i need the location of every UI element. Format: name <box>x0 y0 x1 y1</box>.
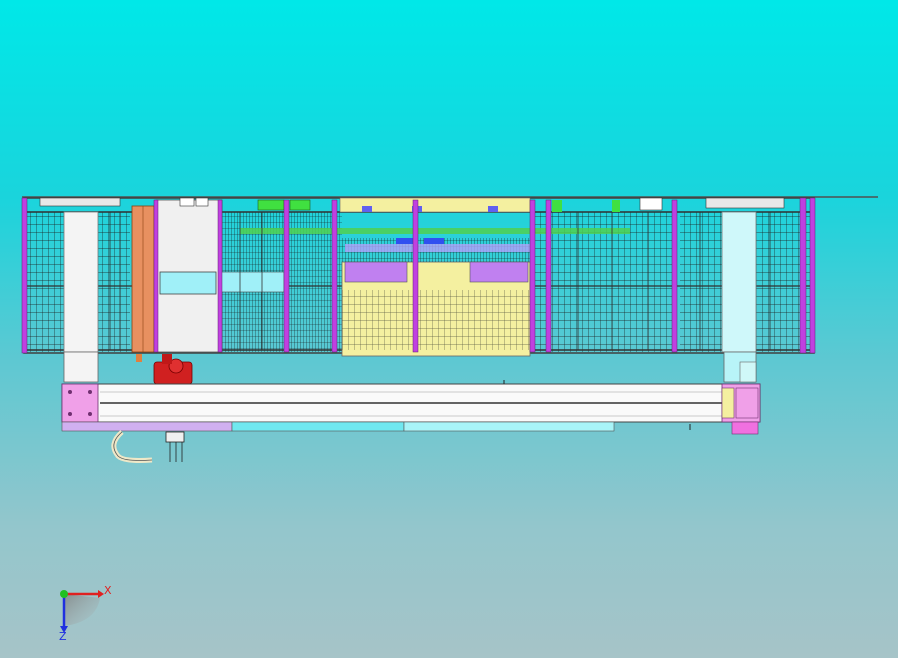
cyan-rail-2 <box>403 421 615 432</box>
white-column-right <box>721 211 757 353</box>
cable-loop <box>111 430 153 463</box>
connector-block <box>165 431 185 462</box>
lavender-rail <box>61 421 233 432</box>
green-part-1 <box>257 199 285 211</box>
green-rail-1 <box>240 228 440 234</box>
z-axis-label: Z <box>59 630 67 643</box>
mesh-guard-right-center <box>530 212 675 352</box>
violet-block-left <box>344 261 408 283</box>
violet-block-right <box>469 261 529 283</box>
left-leg <box>63 351 99 383</box>
pink-bracket-left <box>61 383 99 423</box>
cyan-panel-left <box>159 271 217 295</box>
machine-model[interactable] <box>21 196 878 463</box>
x-axis-label: X <box>104 584 112 597</box>
white-column-left <box>63 211 99 353</box>
triad-shade <box>64 594 100 626</box>
purple-posts <box>21 197 816 354</box>
coordinate-triad: X Z <box>59 584 112 643</box>
red-motor <box>153 354 193 385</box>
y-axis-origin <box>60 590 68 598</box>
green-part-2 <box>289 199 311 211</box>
cyan-rail-1 <box>231 421 405 432</box>
